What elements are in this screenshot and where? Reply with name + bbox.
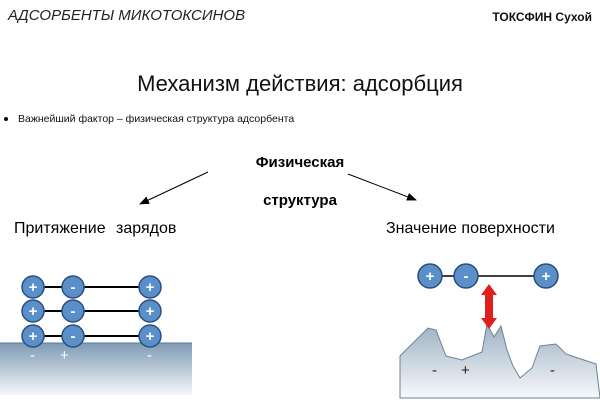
red-double-arrow	[481, 284, 497, 329]
right-surface-charge: -	[550, 362, 555, 379]
right-surface-charge: +	[461, 362, 470, 379]
bullet-dot-icon	[4, 117, 8, 122]
negative-charge-circle: -	[453, 263, 479, 289]
negative-charge-circle: -	[61, 324, 85, 348]
center-label-line2: структура	[263, 192, 337, 209]
header-left-title: АДСОРБЕНТЫ МИКОТОКСИНОВ	[8, 7, 246, 24]
charge-label: +	[29, 279, 38, 296]
page-title: Механизм действия: адсорбция	[137, 71, 463, 96]
right-molecule: + - +	[417, 263, 559, 289]
positive-charge-circle: +	[138, 299, 162, 323]
arrow-to-right	[347, 173, 417, 201]
positive-charge-circle: +	[21, 275, 45, 299]
charge-label: +	[29, 328, 38, 345]
left-surface-charge: -	[147, 347, 152, 364]
left-surface-charge: -	[30, 347, 35, 364]
charge-label: +	[426, 268, 435, 285]
charge-label: +	[146, 328, 155, 345]
charge-label: +	[146, 279, 155, 296]
positive-charge-circle: +	[138, 324, 162, 348]
positive-charge-circle: +	[138, 275, 162, 299]
left-surface-block	[0, 343, 192, 395]
left-charge-grid: + - + + - + + - +	[21, 275, 162, 348]
bullet-point: Важнейший фактор – физическая структура …	[4, 113, 294, 125]
negative-charge-circle: -	[61, 299, 85, 323]
positive-charge-circle: +	[417, 263, 443, 289]
center-label-line1: Физическая	[255, 154, 345, 171]
bullet-text: Важнейший фактор – физическая структура …	[18, 113, 295, 125]
charge-label: -	[464, 268, 469, 285]
charge-label: -	[71, 303, 76, 320]
negative-charge-circle: -	[61, 275, 85, 299]
charge-label: -	[71, 328, 76, 345]
charge-label: +	[146, 303, 155, 320]
charge-label: +	[542, 268, 551, 285]
right-jagged-surface	[399, 322, 600, 399]
positive-charge-circle: +	[533, 263, 559, 289]
positive-charge-circle: +	[21, 299, 45, 323]
positive-charge-circle: +	[21, 324, 45, 348]
left-panel-label: Притяжение зарядов	[14, 220, 177, 237]
charge-label: +	[29, 303, 38, 320]
charge-label: -	[71, 279, 76, 296]
left-surface-charge: +	[60, 347, 69, 364]
arrow-to-left	[139, 171, 209, 205]
right-panel-label: Значение поверхности	[386, 220, 555, 237]
right-surface-charge: -	[432, 362, 437, 379]
header-right-brand: ТОКСФИН Сухой	[492, 10, 592, 24]
